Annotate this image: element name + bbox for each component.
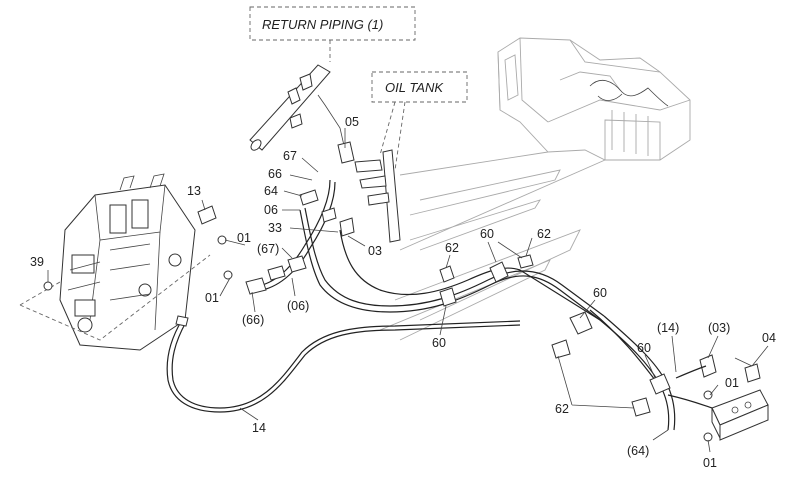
label-60-a: 60 [480,227,494,241]
label-03: 03 [368,244,382,258]
return-piping-callout: RETURN PIPING (1) [249,6,416,62]
excavator-outline [497,37,691,161]
oil-tank-bracket [354,149,401,243]
label-14-paren: (14) [657,321,679,335]
oil-tank-callout: OIL TANK [371,71,468,171]
oil-tank-label: OIL TANK [385,80,444,95]
label-03-paren: (03) [708,321,730,335]
label-06-paren: (06) [287,299,309,313]
label-01-d: 01 [703,456,717,470]
label-01-a: 01 [237,231,251,245]
label-62-a: 62 [445,241,459,255]
control-valve [59,173,196,351]
projection-lines [379,151,606,341]
label-62-c: 62 [555,402,569,416]
label-66: 66 [268,167,282,181]
label-04: 04 [762,331,776,345]
leader-lines [47,128,769,453]
label-67: 67 [283,149,297,163]
label-67-paren: (67) [257,242,279,256]
part-labels: 05 67 66 64 06 33 03 13 01 (67) 39 01 (6… [30,115,776,470]
label-62-b: 62 [537,227,551,241]
hose-14 [166,315,521,413]
label-05: 05 [345,115,359,129]
label-64: 64 [264,184,278,198]
label-66-paren: (66) [242,313,264,327]
label-13: 13 [187,184,201,198]
label-14: 14 [252,421,266,435]
label-01-c: 01 [725,376,739,390]
label-64-paren: (64) [627,444,649,458]
label-60-c: 60 [593,286,607,300]
return-piping-label: RETURN PIPING (1) [262,17,383,32]
label-01-b: 01 [205,291,219,305]
label-60-d: 60 [637,341,651,355]
label-06: 06 [264,203,278,217]
valve-block-right [667,354,769,442]
fittings-cluster [43,141,355,295]
main-hoses [261,179,676,431]
return-pipe [249,64,346,151]
label-60-b: 60 [432,336,446,350]
label-39: 39 [30,255,44,269]
label-33: 33 [268,221,282,235]
bolts [439,254,651,417]
